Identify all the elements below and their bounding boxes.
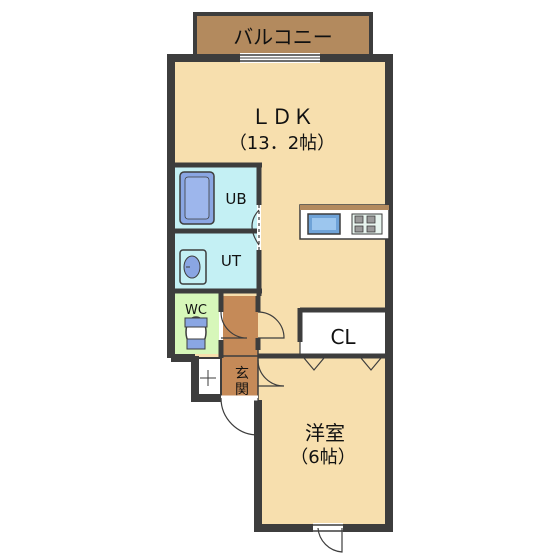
cl-label: CL (330, 325, 356, 349)
interior-walls (173, 162, 392, 359)
ldk-size-label: （13．2帖） (229, 133, 335, 154)
genkan-label-1: 玄 (235, 365, 249, 382)
bedroom-floor (258, 356, 389, 528)
genkan-floor (221, 356, 258, 398)
balcony-label: バルコニー (233, 25, 333, 49)
bedroom-label: 洋室 (305, 421, 345, 445)
wc-label: WC (185, 303, 207, 318)
ldk-label: ＬＤＫ (251, 105, 314, 129)
ub-label: UB (225, 190, 246, 208)
bedroom-size-label: （6帖） (290, 447, 355, 468)
closet-doors (303, 357, 382, 371)
kitchen-counter (299, 204, 390, 240)
genkan-hall (221, 296, 258, 356)
cl-closet (300, 312, 385, 358)
toilet-icon (184, 316, 208, 350)
doors (219, 205, 301, 436)
ut-label: UT (221, 252, 242, 270)
genkan-label-2: 関 (235, 382, 249, 398)
